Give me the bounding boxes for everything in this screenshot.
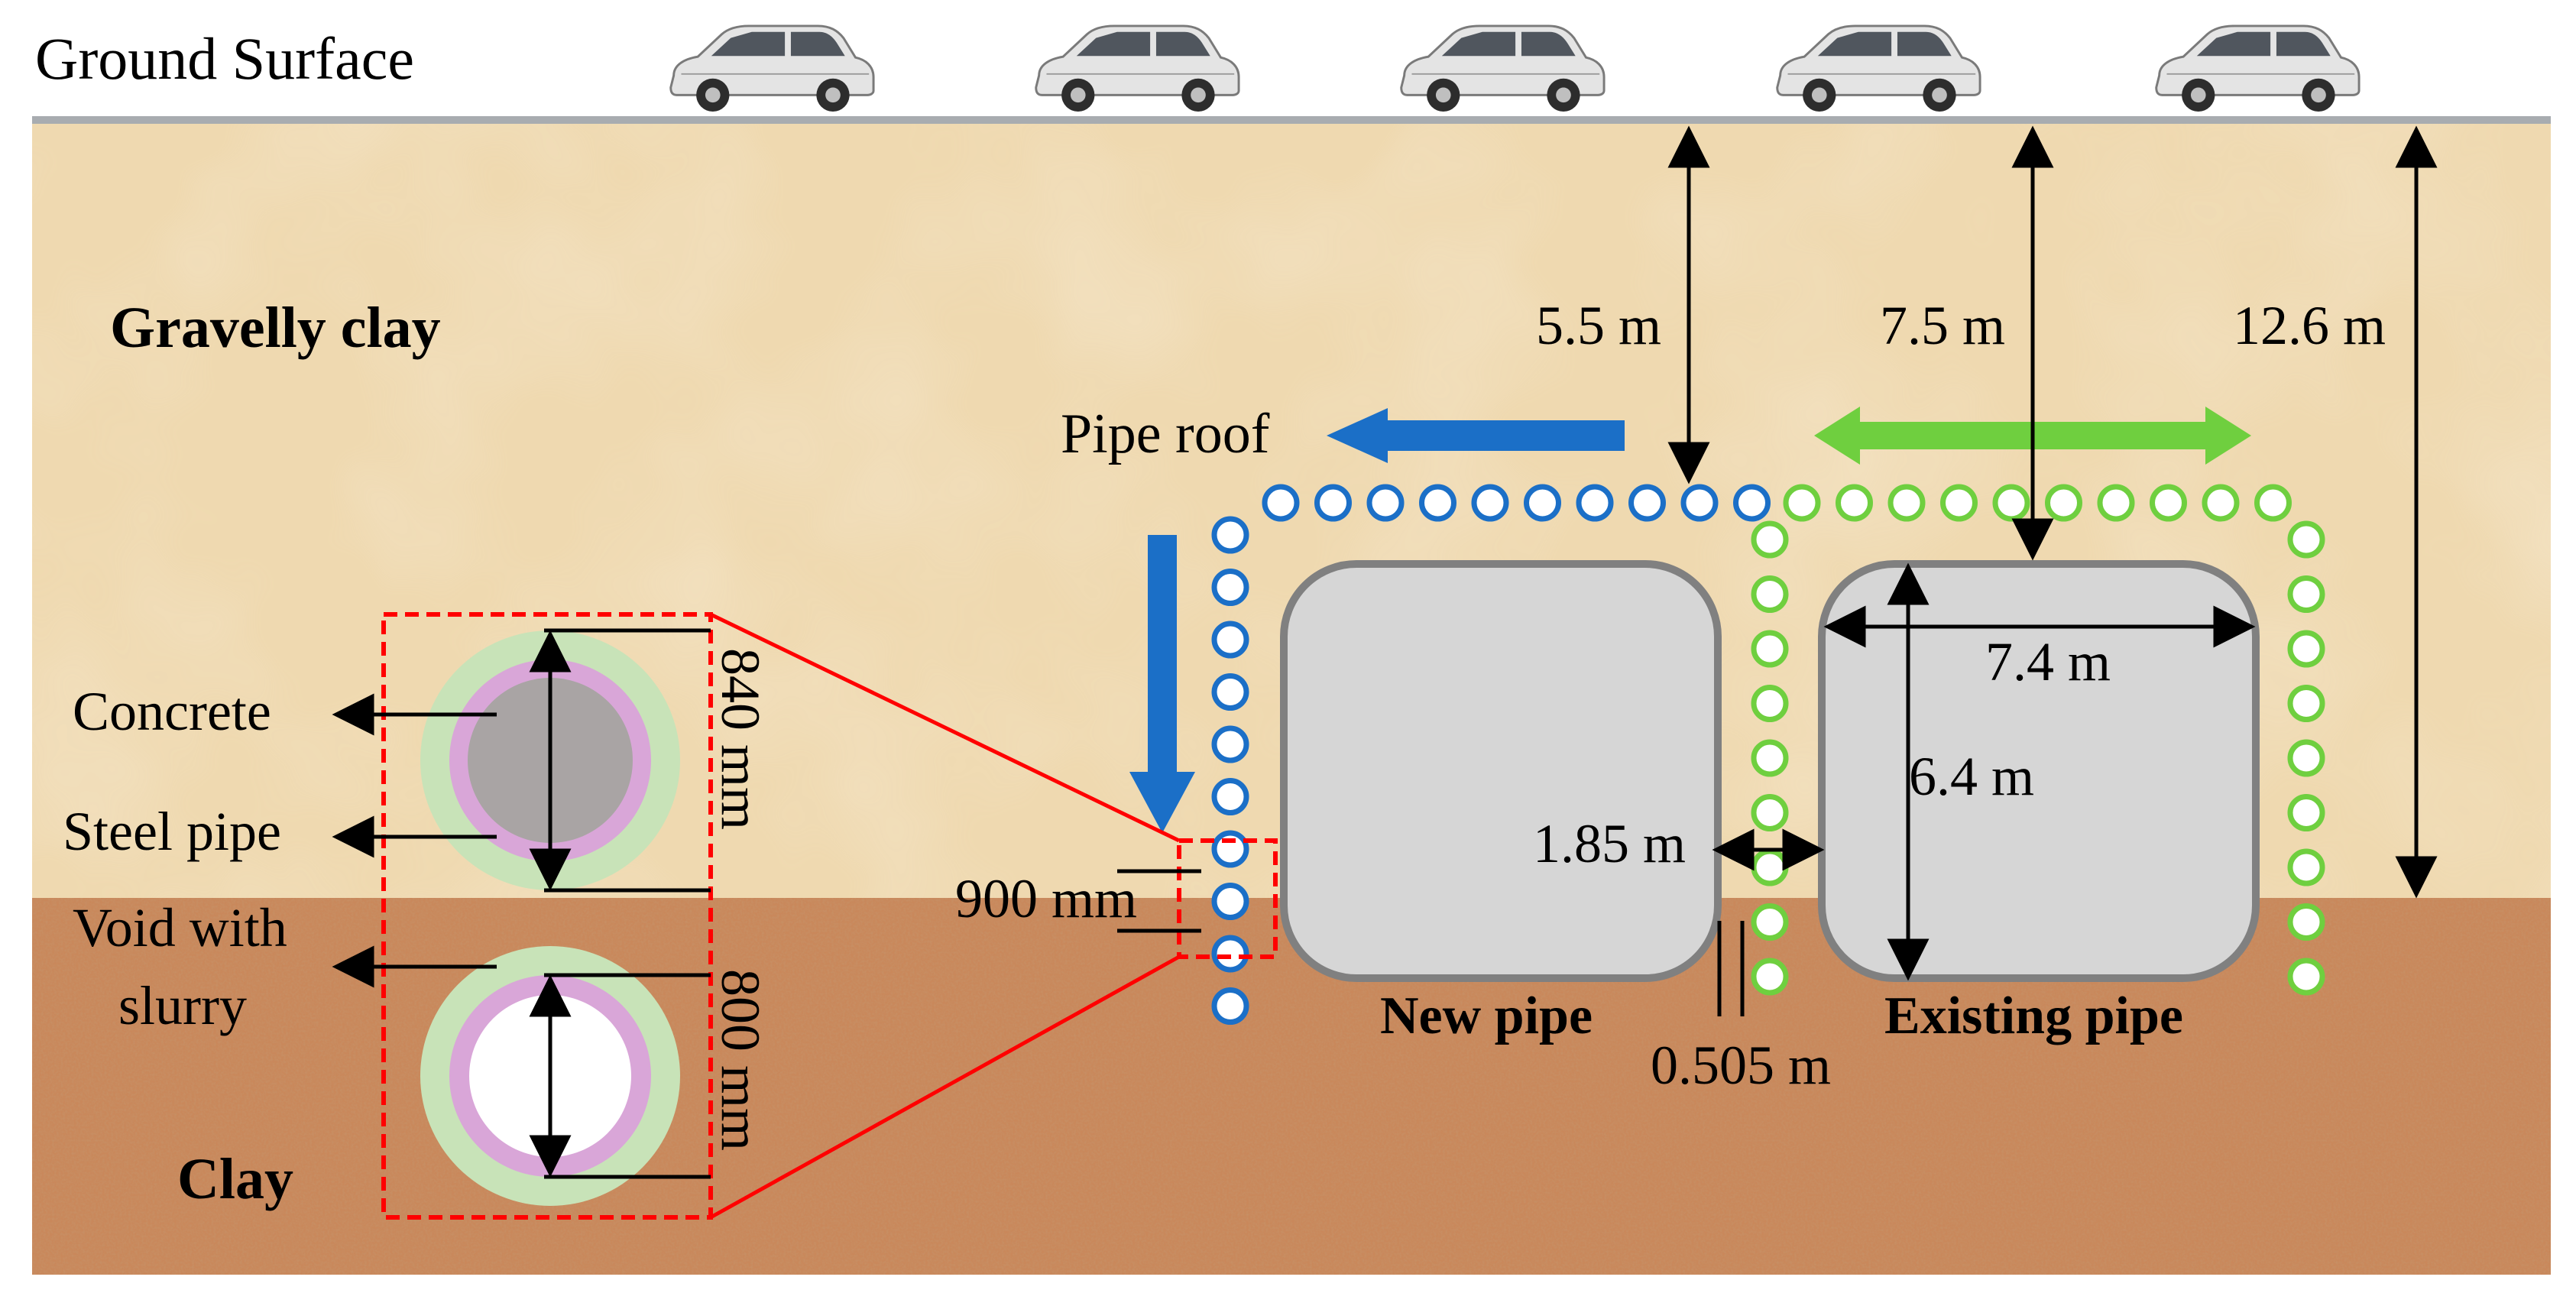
existing-height-label: 6.4 m xyxy=(1909,746,2034,807)
pipe-roof-circle xyxy=(1419,484,1456,522)
new-pipe-label: New pipe xyxy=(1380,987,1593,1045)
depth-7-5-label: 7.5 m xyxy=(1880,295,2005,356)
pipe-roof-circle xyxy=(1751,630,1789,668)
pipe-roof-circle xyxy=(1211,935,1249,973)
pipe-roof-circle xyxy=(2287,630,2325,668)
existing-pipe-label: Existing pipe xyxy=(1884,987,2183,1045)
car-icon xyxy=(1035,24,1240,112)
pipe-roof-circle xyxy=(2287,903,2325,941)
car-icon xyxy=(1776,24,1981,112)
detail-highlight-box xyxy=(1177,838,1278,959)
pipe-roof-direction-arrow xyxy=(1327,408,1625,463)
pipe-roof-circle xyxy=(1314,484,1352,522)
pipe-spacing-label: 900 mm xyxy=(955,868,1137,929)
pipe-roof-circle xyxy=(1751,575,1789,613)
pipe-roof-circle xyxy=(1751,794,1789,831)
pipe-roof-circle xyxy=(2287,575,2325,613)
pipe-roof-circle xyxy=(2045,484,2082,522)
pipe-roof-label: Pipe roof xyxy=(1061,403,1270,465)
void-label-line2: slurry xyxy=(118,975,247,1036)
pipe-roof-circle xyxy=(1751,739,1789,777)
car-icon xyxy=(1400,24,1606,112)
concrete-label: Concrete xyxy=(73,681,271,742)
detail-inset-box xyxy=(381,612,713,1220)
pipe-roof-circle xyxy=(1576,484,1614,522)
pipe-roof-circle xyxy=(1751,848,1789,886)
gravelly-clay-label: Gravelly clay xyxy=(110,296,441,360)
pipe-roof-circle xyxy=(2097,484,2135,522)
depth-5-5-label: 5.5 m xyxy=(1536,295,1661,356)
downward-jacking-arrow xyxy=(1129,535,1195,833)
car-icon xyxy=(669,24,875,112)
inner-diameter-label: 800 mm xyxy=(710,969,771,1151)
pipe-roof-circle xyxy=(2287,848,2325,886)
ground-surface-label: Ground Surface xyxy=(35,25,414,92)
car-icon xyxy=(2155,24,2361,112)
pipe-roof-circle xyxy=(2254,484,2292,522)
zoom-line-top xyxy=(709,612,1181,843)
clay-label: Clay xyxy=(177,1147,293,1211)
pipe-roof-circle xyxy=(1211,569,1249,606)
pipe-roof-circle xyxy=(1733,484,1771,522)
pipe-roof-circle xyxy=(1751,520,1789,559)
pipe-roof-circle xyxy=(1471,484,1509,522)
pipe-roof-circle xyxy=(1211,673,1249,711)
pipe-roof-circle xyxy=(2202,484,2240,522)
pipe-roof-circle xyxy=(1211,830,1249,868)
pipe-roof-circle xyxy=(2287,739,2325,777)
pipe-roof-circle xyxy=(2287,685,2325,722)
outer-diameter-label: 840 mm xyxy=(710,648,771,830)
pipe-roof-circle xyxy=(1680,484,1719,522)
pipe-roof-circle xyxy=(2150,484,2187,522)
pipe-roof-circle xyxy=(2287,794,2325,831)
pipe-roof-circle xyxy=(1751,685,1789,722)
pipe-roof-circle xyxy=(2287,520,2325,559)
pipe-roof-circle xyxy=(1940,484,1978,522)
pipe-roof-circle xyxy=(1751,903,1789,941)
pipe-roof-circle xyxy=(1751,958,1789,996)
pipe-gap-label: 1.85 m xyxy=(1533,813,1686,874)
pipe-roof-circle xyxy=(1783,484,1821,522)
pipe-roof-circle xyxy=(1887,484,1926,522)
steel-pipe-label: Steel pipe xyxy=(63,801,281,862)
pipe-roof-circle xyxy=(1836,484,1873,522)
pipe-roof-circle xyxy=(1366,484,1405,522)
new-pipe-roof xyxy=(1211,484,1771,1025)
pipe-roof-circle xyxy=(1211,987,1249,1025)
existing-width-label: 7.4 m xyxy=(1985,631,2111,692)
pipe-roof-circle xyxy=(1992,484,2030,522)
new-pipe-box xyxy=(1280,560,1722,982)
pipe-roof-circle xyxy=(1211,883,1249,920)
ground-surface-line xyxy=(32,116,2551,124)
pipe-roof-circle xyxy=(1211,778,1249,815)
depth-12-6-label: 12.6 m xyxy=(2233,295,2386,356)
void-label-line1: Void with xyxy=(73,897,287,958)
pipe-roof-circle xyxy=(1211,725,1249,763)
wall-gap-label: 0.505 m xyxy=(1651,1035,1831,1096)
pipe-roof-circle xyxy=(1524,484,1561,522)
pipe-roof-circle xyxy=(1262,484,1300,522)
pipe-roof-circle xyxy=(2287,958,2325,996)
pipe-roof-circle xyxy=(1211,621,1249,659)
pipe-roof-circle xyxy=(1628,484,1666,522)
existing-pipe-box xyxy=(1818,560,2260,982)
pipe-roof-circle xyxy=(1211,516,1249,554)
zoom-line-bottom xyxy=(709,954,1181,1220)
